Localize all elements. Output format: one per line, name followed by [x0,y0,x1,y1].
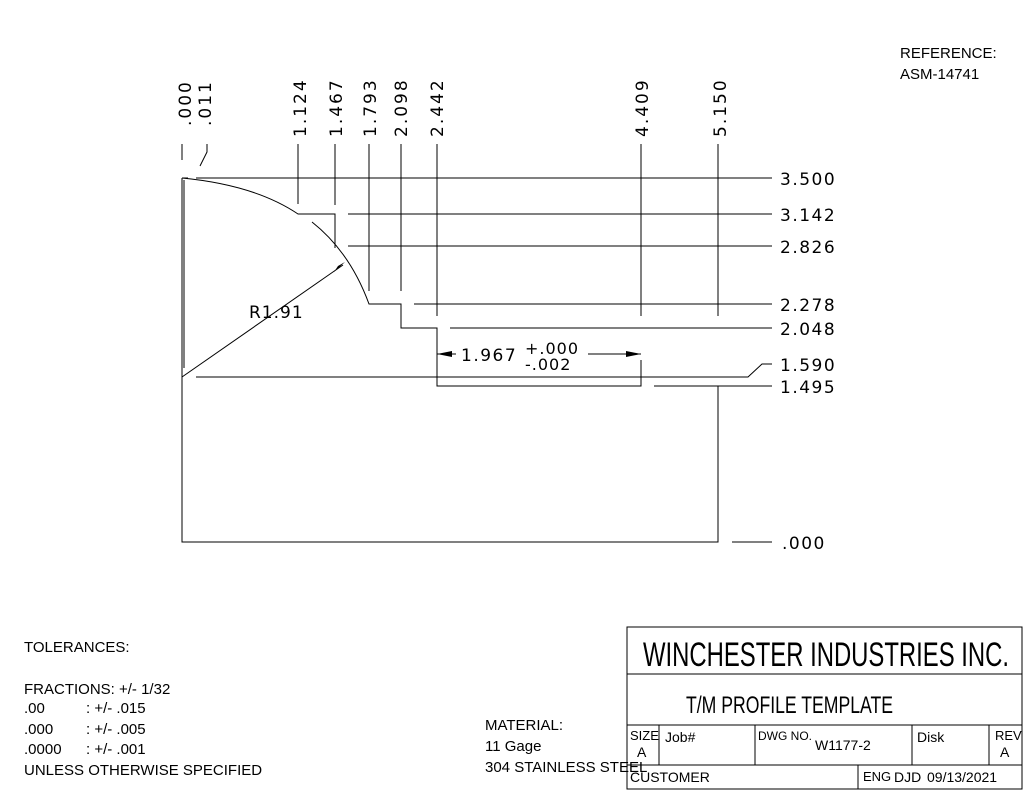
tolerance-3place-value: : +/- .005 [86,721,146,738]
job-label: Job# [665,729,696,745]
x-dim-2442: 2.442 [428,78,448,137]
width-dim-minus: -.002 [525,355,571,374]
size-value: A [637,744,647,760]
x-dim-5150: 5.150 [711,78,731,137]
tolerances-title: TOLERANCES: [24,639,130,656]
tolerance-fractions: FRACTIONS: +/- 1/32 [24,681,170,698]
y-dim-000: .000 [782,534,826,554]
y-dim-2826: 2.826 [780,238,836,258]
x-dim-1467: 1.467 [327,78,347,137]
x-dim-011: .011 [196,80,216,126]
x-dim-1793: 1.793 [361,78,381,137]
extension-lines-horizontal [196,177,772,543]
rev-label: REV [995,728,1022,743]
y-dim-3500: 3.500 [780,170,836,190]
y-dim-1590: 1.590 [780,356,836,376]
material-gage: 11 Gage [485,738,541,755]
reference-label: REFERENCE: [900,45,997,62]
x-dim-2098: 2.098 [392,78,412,137]
x-dim-4409: 4.409 [633,78,653,137]
y-dim-1495: 1.495 [780,378,836,398]
x-dim-1124: 1.124 [291,78,311,137]
tolerances-footer: UNLESS OTHERWISE SPECIFIED [24,762,262,779]
x-dimension-labels: .000 .011 1.124 1.467 1.793 2.098 2.442 … [176,78,731,137]
material-block: MATERIAL: 11 Gage 304 STAINLESS STEEL [485,717,647,776]
x-dim-000: .000 [176,80,196,126]
drawing-title: T/M PROFILE TEMPLATE [686,692,893,719]
rev-value: A [1000,744,1010,760]
tolerance-4place-label: .0000 [24,741,62,758]
radius-arrowhead [334,262,345,272]
y-dim-2048: 2.048 [780,320,836,340]
title-block: WINCHESTER INDUSTRIES INC. T/M PROFILE T… [630,636,1022,785]
drawing-date: 09/13/2021 [927,769,997,785]
eng-label: ENG [863,769,891,784]
y-dim-2278: 2.278 [780,296,836,316]
eng-value: DJD [894,769,921,785]
y-dimension-labels: 3.500 3.142 2.826 2.278 2.048 1.590 1.49… [780,170,836,554]
tolerances-block: TOLERANCES: FRACTIONS: +/- 1/32 .00 : +/… [24,639,262,779]
tolerance-2place-value: : +/- .015 [86,700,146,717]
disk-label: Disk [917,729,945,745]
dwg-value: W1177-2 [815,737,871,753]
size-label: SIZE [630,728,659,743]
y-dim-3142: 3.142 [780,206,836,226]
tolerance-2place-label: .00 [24,700,45,717]
tolerance-4place-value: : +/- .001 [86,741,146,758]
material-label: MATERIAL: [485,717,563,734]
company-name: WINCHESTER INDUSTRIES INC. [643,636,1009,674]
width-dim-value: 1.967 [461,346,517,366]
material-spec: 304 STAINLESS STEEL [485,759,647,776]
reference-value: ASM-14741 [900,66,979,83]
tolerance-3place-label: .000 [24,721,53,738]
title-block-frame [626,626,1023,790]
width-dim-plus: +.000 [525,339,579,358]
radius-label: R1.91 [249,303,304,323]
part-profile [181,177,719,543]
dwg-label: DWG NO. [758,729,812,743]
customer-label: CUSTOMER [630,769,710,785]
width-dimension: 1.967 +.000 -.002 [437,339,641,374]
extension-lines-vertical [181,144,719,316]
